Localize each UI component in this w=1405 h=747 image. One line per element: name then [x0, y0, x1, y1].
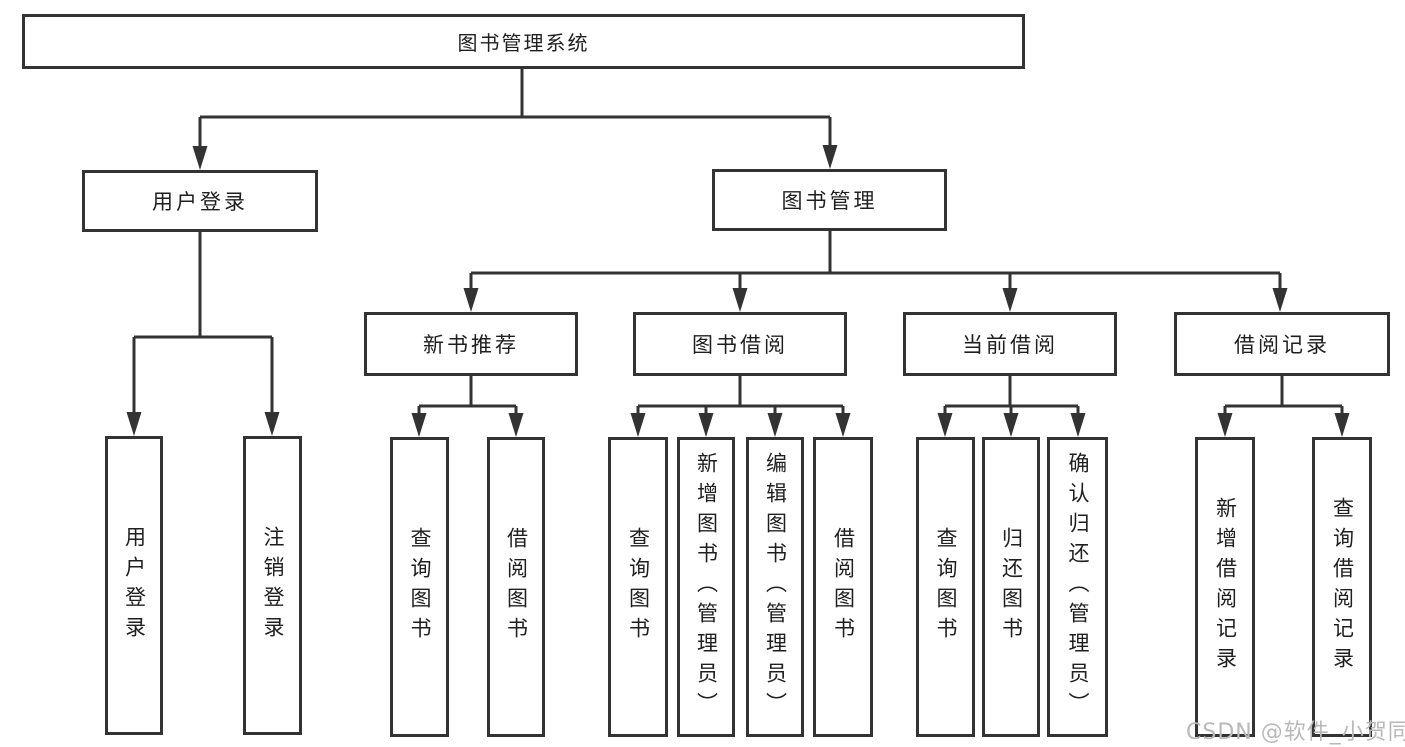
arrowhead [1070, 413, 1086, 437]
arrowhead [1003, 413, 1019, 437]
node-user-login: 用户登录 [82, 170, 318, 232]
leaf-borrow-books-1: 借阅图书 [487, 437, 545, 737]
connector-borrowing-records-to-leaves [1217, 376, 1350, 437]
leaf-query-books-3: 查询图书 [916, 437, 975, 737]
node-library-management-system: 图书管理系统 [22, 14, 1025, 69]
connector-user-login-to-leaves [126, 232, 280, 436]
connector-root-to-level2 [192, 69, 838, 170]
arrowhead [1334, 413, 1350, 437]
arrowhead [411, 413, 427, 437]
connector-book-management-to-level3 [463, 231, 1288, 312]
arrowhead [463, 288, 479, 312]
leaf-borrow-books-2: 借阅图书 [813, 437, 873, 737]
connector-book-borrowing-to-leaves [630, 376, 851, 437]
leaf-query-books-2: 查询图书 [608, 437, 668, 737]
arrowhead [767, 413, 783, 437]
arrowhead [835, 413, 851, 437]
leaf-user-login: 用户登录 [105, 436, 163, 735]
arrowhead [1002, 288, 1018, 312]
arrowhead [126, 412, 142, 436]
node-book-borrowing: 图书借阅 [633, 312, 847, 376]
connector-current-borrowing-to-leaves [937, 376, 1086, 437]
leaf-logout: 注销登录 [243, 436, 302, 735]
arrowhead [822, 145, 838, 169]
leaf-query-books-1: 查询图书 [390, 437, 449, 737]
node-current-borrowing: 当前借阅 [903, 312, 1117, 376]
connector-new-book-recommend-to-leaves [411, 376, 524, 437]
leaf-return-books: 归还图书 [982, 437, 1040, 737]
csdn-watermark: CSDN @软件_小贺同学 [1186, 720, 1405, 745]
leaf-add-books-admin: 新增图书（管理员） [677, 437, 735, 737]
node-new-book-recommend: 新书推荐 [364, 312, 578, 376]
arrowhead [732, 288, 748, 312]
arrowhead [937, 413, 953, 437]
node-book-management: 图书管理 [712, 169, 947, 231]
arrowhead [508, 413, 524, 437]
arrowhead [698, 413, 714, 437]
leaf-confirm-return-admin: 确认归还（管理员） [1047, 437, 1108, 737]
arrowhead [264, 412, 280, 436]
leaf-add-borrow-record: 新增借阅记录 [1195, 437, 1255, 737]
leaf-query-borrow-record: 查询借阅记录 [1312, 437, 1372, 737]
arrowhead [1217, 413, 1233, 437]
leaf-edit-books-admin: 编辑图书（管理员） [746, 437, 804, 737]
arrowhead [630, 413, 646, 437]
arrowhead [192, 146, 208, 170]
node-borrowing-records: 借阅记录 [1174, 312, 1390, 376]
arrowhead [1272, 288, 1288, 312]
